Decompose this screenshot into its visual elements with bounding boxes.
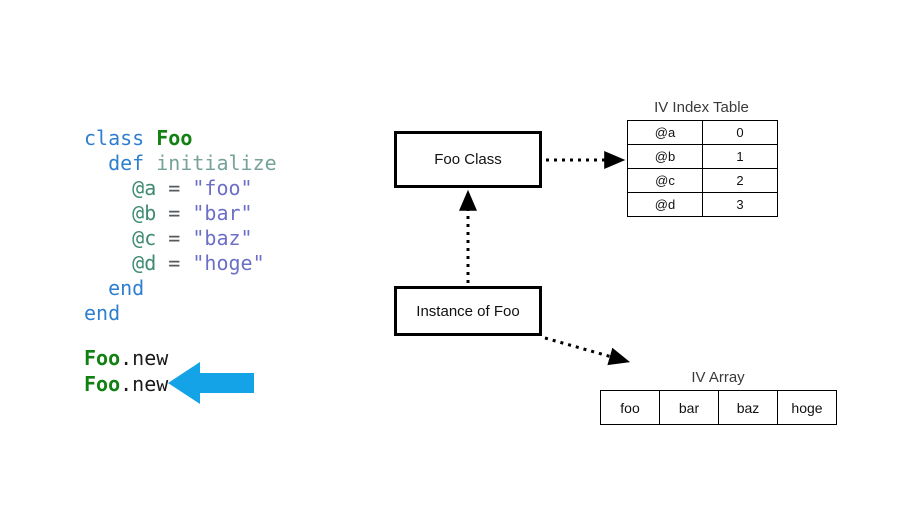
code-line-6: end <box>84 276 277 301</box>
code-token-op: = <box>156 251 193 275</box>
code-token-str: "bar" <box>192 201 253 225</box>
iv-array-cell: hoge <box>777 390 837 425</box>
code-token-plain: .new <box>120 346 169 370</box>
connector-instance-to-iv-array <box>544 336 631 366</box>
code-token-str: "baz" <box>192 226 253 250</box>
call-line-0: Foo.new <box>84 345 168 371</box>
code-line-5: @d = "hoge" <box>84 251 277 276</box>
code-token-plain <box>84 251 132 275</box>
code-token-plain <box>84 276 108 300</box>
code-line-4: @c = "baz" <box>84 226 277 251</box>
code-token-kw: end <box>84 301 121 325</box>
iv-index-value-cell: 3 <box>702 192 778 217</box>
iv-index-table-caption: IV Index Table <box>654 99 749 116</box>
code-token-ivar: @c <box>132 226 157 250</box>
code-token-str: "hoge" <box>192 251 265 275</box>
iv-array-cell: foo <box>600 390 660 425</box>
code-token-op: = <box>156 201 193 225</box>
iv-index-name-cell: @b <box>627 144 703 169</box>
code-token-method: initialize <box>156 151 277 175</box>
code-token-plain <box>84 201 132 225</box>
blue-highlight-arrow-icon <box>168 362 254 404</box>
ruby-code-block: class Foo def initialize @a = "foo" @b =… <box>84 126 277 326</box>
iv-index-value-cell: 1 <box>702 144 778 169</box>
code-token-plain <box>84 226 132 250</box>
iv-index-value-cell: 0 <box>702 120 778 145</box>
instance-of-foo-box[interactable]: Instance of Foo <box>394 286 542 336</box>
code-token-op: = <box>156 226 193 250</box>
code-token-ivar: @a <box>132 176 157 200</box>
code-token-kw: def <box>108 151 157 175</box>
code-token-plain: .new <box>120 372 169 396</box>
code-line-3: @b = "bar" <box>84 201 277 226</box>
code-line-7: end <box>84 301 277 326</box>
code-token-plain <box>84 176 132 200</box>
code-token-op: = <box>156 176 193 200</box>
code-line-2: @a = "foo" <box>84 176 277 201</box>
iv-index-name-cell: @a <box>627 120 703 145</box>
iv-index-name-cell: @c <box>627 168 703 193</box>
call-line-1: Foo.new <box>84 371 168 397</box>
code-token-plain <box>84 151 108 175</box>
iv-array-cell: baz <box>718 390 778 425</box>
code-line-1: def initialize <box>84 151 277 176</box>
iv-array-cell: bar <box>659 390 719 425</box>
code-token-ivar: @d <box>132 251 157 275</box>
code-token-kw: end <box>108 276 145 300</box>
iv-array-caption: IV Array <box>691 369 745 386</box>
foo-class-box[interactable]: Foo Class <box>394 131 542 188</box>
code-token-class: Foo <box>84 346 121 370</box>
code-line-0: class Foo <box>84 126 277 151</box>
code-token-class: Foo <box>156 126 193 150</box>
iv-index-value-cell: 2 <box>702 168 778 193</box>
code-token-ivar: @b <box>132 201 157 225</box>
code-token-kw: class <box>84 126 157 150</box>
code-token-class: Foo <box>84 372 121 396</box>
iv-index-name-cell: @d <box>627 192 703 217</box>
arrow-left-shape <box>168 362 254 404</box>
code-token-str: "foo" <box>192 176 253 200</box>
